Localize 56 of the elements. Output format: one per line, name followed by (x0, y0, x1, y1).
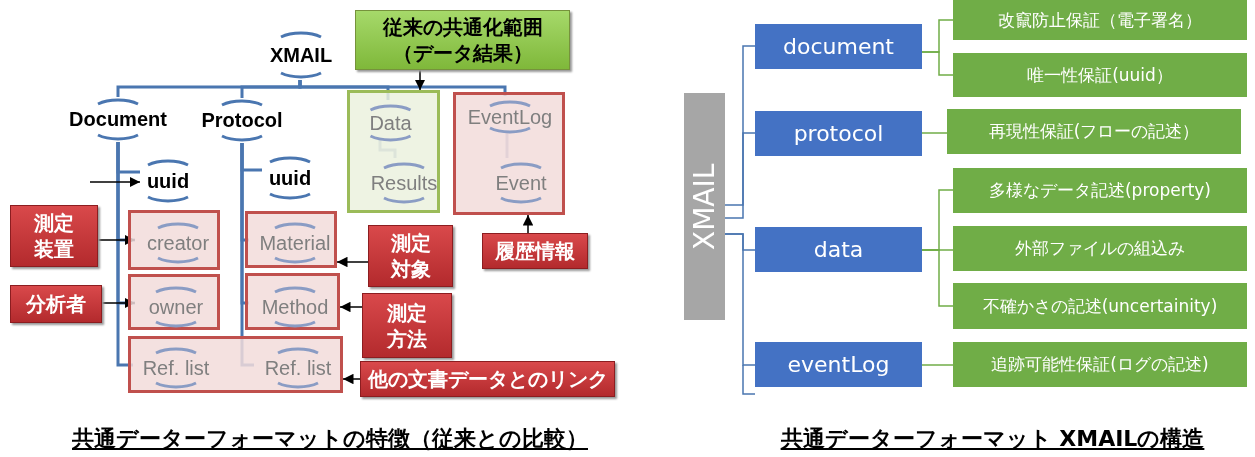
highlight-box (453, 92, 565, 215)
element-tag: EventLog (459, 99, 561, 135)
highlight-box (245, 211, 337, 268)
arrow (339, 301, 363, 313)
feature-box: 改竄防止保証（電子署名） (953, 0, 1247, 40)
feature-box: 再現性保証(フローの記述） (947, 109, 1241, 154)
callout-box: 他の文書データとのリンク (360, 361, 615, 397)
caption: 共通データーフォーマット XMAILの構造 (779, 425, 1206, 453)
element-tag: Document (62, 97, 174, 142)
callout-box: 履歴情報 (482, 233, 588, 269)
callout-box: 測定装置 (10, 205, 98, 267)
element-tag: Material (252, 221, 338, 265)
element-tag: Ref. list (136, 346, 216, 390)
connector-line (921, 364, 954, 366)
feature-box: 多様なデータ記述(property) (953, 168, 1247, 213)
arrow (89, 176, 141, 188)
arrow (414, 69, 426, 91)
element-tag: owner (138, 285, 214, 329)
arrow (342, 373, 361, 385)
arrow (522, 214, 534, 234)
element-tag: Method (252, 285, 338, 329)
feature-box: 唯一性保証(uuid） (953, 53, 1247, 97)
connector-line (921, 249, 954, 307)
highlight-box (347, 90, 440, 213)
category-box: document (755, 24, 922, 69)
element-tag: Event (485, 161, 557, 205)
feature-box: 追跡可能性保証(ログの記述) (953, 342, 1247, 387)
feature-box: 外部ファイルの組込み (953, 226, 1247, 271)
element-tag: creator (138, 221, 218, 265)
highlight-box (128, 210, 220, 270)
category-box: eventLog (755, 342, 922, 387)
highlight-box (128, 274, 220, 330)
element-tag: Protocol (192, 98, 292, 143)
connector-line (921, 132, 948, 134)
connector-line (724, 132, 756, 219)
callout-box: 測定対象 (368, 225, 453, 287)
element-tag: uuid (262, 155, 318, 201)
connector-line (724, 45, 756, 206)
element-tag: Data (358, 103, 423, 143)
highlight-box (245, 273, 340, 330)
caption: 共通データーフォーマットの特徴（従来との比較） (71, 425, 589, 453)
arrow (336, 256, 369, 268)
element-tag: uuid (140, 158, 196, 204)
feature-box: 不確かさの記述(uncertainity) (953, 283, 1247, 329)
element-tag: Results (367, 161, 441, 205)
element-tag: Ref. list (257, 346, 339, 390)
element-tag: XMAIL (268, 30, 334, 80)
category-box: protocol (755, 111, 922, 156)
highlight-box (128, 336, 343, 393)
callout-box: 分析者 (10, 285, 102, 323)
callout-box: 測定方法 (362, 293, 452, 358)
root-box: XMAIL (684, 93, 725, 320)
connector-line (724, 233, 756, 366)
category-box: data (755, 227, 922, 272)
callout-box: 従来の共通化範囲（データ結果） (355, 10, 570, 70)
connector-line (921, 51, 954, 76)
